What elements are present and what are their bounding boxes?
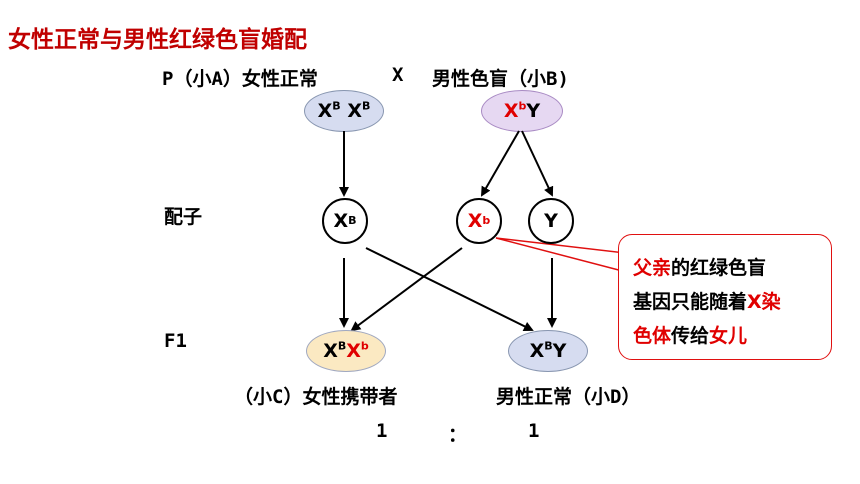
mother-allele-2: XB bbox=[347, 99, 371, 122]
callout-pointer bbox=[495, 237, 635, 275]
callout-note: 父亲的红绿色盲 基因只能随着X染 色体传给女儿 bbox=[618, 234, 832, 360]
child1-label: （小C）女性携带者 bbox=[234, 386, 398, 408]
mother-genotype: XB XB bbox=[304, 90, 384, 132]
mother-allele-1: XB bbox=[317, 99, 341, 122]
arrow-father-gamete-y bbox=[521, 130, 554, 197]
callout-line-2: 基因只能随着X染 bbox=[633, 291, 781, 313]
father-label: 男性色盲（小B) bbox=[432, 68, 569, 90]
gamete-y: Y bbox=[528, 198, 574, 244]
child2-label: 男性正常（小D） bbox=[496, 386, 641, 408]
ratio-right: 1 bbox=[528, 420, 540, 442]
ratio-colon: ： bbox=[448, 424, 468, 446]
callout-line-1: 父亲的红绿色盲 bbox=[633, 257, 767, 279]
father-allele-2: Y bbox=[526, 100, 541, 122]
ratio-left: 1 bbox=[376, 420, 388, 442]
arrow-xb-child2 bbox=[365, 247, 534, 331]
callout-line-3: 色体传给女儿 bbox=[633, 325, 748, 347]
arrow-xb-lower-child1 bbox=[350, 247, 463, 332]
mother-label: P（小A）女性正常 bbox=[162, 68, 318, 90]
cross-symbol: X bbox=[392, 64, 404, 86]
f1-label: F1 bbox=[164, 330, 187, 352]
gamete-label: 配子 bbox=[164, 206, 203, 228]
father-allele-1: Xb bbox=[503, 99, 527, 122]
page-title: 女性正常与男性红绿色盲婚配 bbox=[8, 27, 307, 53]
arrow-father-gamete-xb bbox=[480, 130, 520, 197]
